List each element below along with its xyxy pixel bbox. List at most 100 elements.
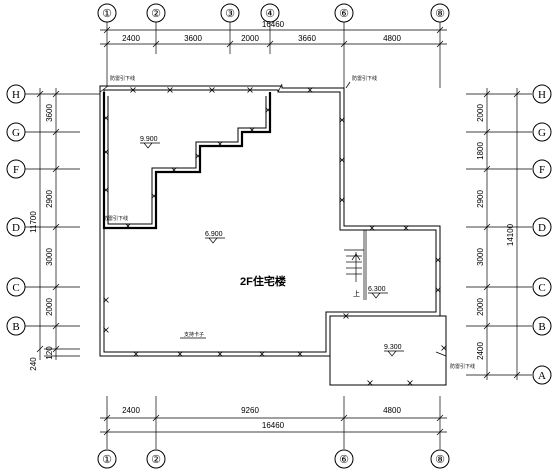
top-dim-segment: 2000 (241, 34, 259, 43)
bottom-total-dimension: 16460 (262, 421, 285, 430)
left-extra-dimension: 120 (45, 346, 54, 360)
left-extra-dimension: 240 (29, 357, 38, 371)
air-terminal-marker (151, 193, 157, 199)
grid-bubble-C-right: C (466, 277, 552, 297)
air-terminal-marker (177, 351, 183, 357)
svg-text:①: ① (102, 8, 112, 20)
svg-text:⑥: ⑥ (339, 8, 349, 20)
bottom-dimension-chain: 2400 9260 4800 16460 (100, 406, 447, 436)
grid-bubble-6-top: ⑥ (334, 3, 354, 88)
air-terminal-marker (103, 187, 109, 193)
top-dim-segment: 4800 (383, 34, 401, 43)
top-dimension-chain: 16460 2400 3600 2000 3660 4800 (100, 20, 447, 48)
left-dim-segment: 2000 (45, 298, 54, 316)
air-terminal-marker (367, 380, 373, 386)
svg-text:F: F (539, 164, 545, 176)
air-terminal-marker (195, 153, 201, 159)
elevation-mark: 6.300 (368, 286, 388, 299)
grid-bubble-D-right: D (466, 217, 552, 237)
grid-bubble-H-right: H (466, 84, 552, 104)
grid-bubble-D-left: D (6, 217, 80, 237)
air-terminal-marker (307, 87, 313, 93)
air-terminal-marker (103, 297, 109, 303)
grid-bubble-A-right: A (466, 365, 552, 385)
top-dim-segment: 3660 (298, 34, 316, 43)
air-terminal-marker (209, 87, 215, 93)
left-dim-segment: 3600 (45, 104, 54, 122)
grid-bubble-1-top: ① (97, 3, 117, 86)
annotations: 防雷引下线 防雷引下线 防雷引下线 防雷引下线 支持卡子 (103, 75, 475, 370)
air-terminal-marker (343, 313, 349, 319)
svg-text:②: ② (151, 454, 161, 466)
left-dim-segment: 2900 (45, 190, 54, 208)
svg-text:B: B (12, 321, 19, 333)
svg-text:G: G (538, 127, 546, 139)
svg-text:④: ④ (265, 8, 275, 20)
svg-text:H: H (538, 89, 546, 101)
svg-text:6.300: 6.300 (368, 286, 386, 293)
air-terminal-marker (247, 87, 253, 93)
svg-text:①: ① (102, 454, 112, 466)
top-dim-segment: 2400 (122, 34, 140, 43)
air-terminal-marker (259, 351, 265, 357)
right-total-dimension: 14100 (506, 223, 515, 246)
svg-text:C: C (538, 282, 545, 294)
lightning-note: 防雷引下线 (103, 215, 128, 222)
building-outline: 上 (99, 85, 447, 386)
right-dim-segment: 1800 (476, 142, 485, 160)
air-terminal-marker (297, 351, 303, 357)
lightning-note: 防雷引下线 (110, 75, 135, 82)
svg-text:D: D (538, 222, 546, 234)
support-clip-note: 支持卡子 (184, 331, 204, 338)
lightning-down-conductors (99, 81, 447, 357)
air-terminal-marker (369, 225, 375, 231)
stair: 上 (344, 230, 367, 300)
svg-text:H: H (12, 89, 20, 101)
top-total-dimension: 16460 (262, 20, 285, 29)
air-terminal-marker (217, 141, 223, 147)
svg-text:9.900: 9.900 (140, 136, 158, 143)
elevation-mark: 9.300 (384, 344, 404, 357)
grid-bubble-8-top: ⑧ (430, 3, 450, 88)
grid-bubble-1-bottom: ① (97, 396, 117, 469)
air-terminal-markers (103, 87, 447, 386)
air-terminal-marker (435, 257, 441, 263)
right-dim-segment: 2000 (476, 298, 485, 316)
top-grid-bubbles: ① ② ③ ④ ⑥ ⑧ (97, 3, 450, 88)
svg-text:6.900: 6.900 (205, 231, 223, 238)
lightning-note: 防雷引下线 (352, 75, 377, 82)
air-terminal-marker (125, 223, 131, 229)
bottom-grid-bubbles: ① ② ⑥ ⑧ (97, 396, 450, 469)
svg-text:C: C (12, 282, 19, 294)
right-dim-segment: 2000 (476, 104, 485, 122)
air-terminal-marker (339, 117, 345, 123)
svg-text:⑧: ⑧ (435, 454, 445, 466)
svg-text:G: G (12, 127, 20, 139)
left-grid-bubbles: H G F D C B (6, 84, 100, 336)
air-terminal-marker (167, 87, 173, 93)
upper-roof-parapet (102, 92, 272, 230)
svg-text:A: A (538, 370, 546, 382)
air-terminal-marker (249, 127, 255, 133)
air-terminal-marker (130, 87, 136, 93)
grid-bubble-C-left: C (6, 277, 80, 297)
svg-text:③: ③ (225, 8, 235, 20)
svg-text:⑧: ⑧ (435, 8, 445, 20)
bottom-dim-segment: 9260 (241, 406, 259, 415)
air-terminal-marker (435, 287, 441, 293)
air-terminal-marker (339, 197, 345, 203)
air-terminal-marker (265, 107, 271, 113)
elevation-mark: 9.900 (140, 136, 160, 149)
grid-bubble-8-bottom: ⑧ (430, 396, 450, 469)
grid-bubble-3-top: ③ (220, 3, 240, 54)
grid-bubble-B-left: B (6, 316, 80, 336)
grid-bubble-G-right: G (466, 122, 552, 142)
air-terminal-marker (103, 115, 109, 121)
air-terminal-marker (103, 327, 109, 333)
left-total-dimension: 11700 (29, 211, 38, 233)
air-terminal-marker (403, 225, 409, 231)
svg-text:⑥: ⑥ (339, 454, 349, 466)
grid-bubble-B-right: B (466, 316, 552, 336)
right-grid-bubbles: H G F D C B A (466, 84, 552, 385)
right-dim-segment: 3000 (476, 248, 485, 266)
